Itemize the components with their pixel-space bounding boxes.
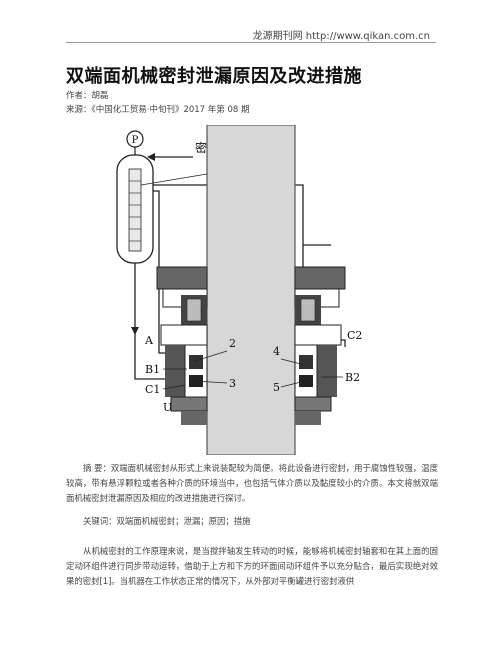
label-a: A xyxy=(144,334,154,347)
source-line: 来源：《中国化工贸易·中旬刊》2017 年第 08 期 xyxy=(66,105,250,115)
label-b1: B1 xyxy=(145,363,160,376)
article-title: 双端面机械密封泄漏原因及改进措施 xyxy=(66,66,362,87)
label-b2: B2 xyxy=(345,371,360,384)
body-paragraph: 从机械密封的工作原理来说，是当搅拌轴发生转动的时候，能够将机械密封轴套和在其上面… xyxy=(66,546,438,586)
label-2: 2 xyxy=(229,337,236,350)
label-c1: C1 xyxy=(145,383,160,396)
author-line: 作者：胡磊 xyxy=(66,91,109,101)
right-seal-assembly xyxy=(294,266,346,425)
label-4: 4 xyxy=(273,345,280,358)
keywords-line: 关键词：双端面机械密封；泄漏；原因；措施 xyxy=(83,516,251,526)
label-p: P xyxy=(132,135,139,146)
abstract-paragraph: 摘 要：双端面机械密封从形式上来说装配较为简便。将此设备进行密封，用于腐蚀性较强… xyxy=(66,463,438,503)
label-u: U xyxy=(163,401,172,414)
site-header: 龙源期刊网 http://www.qikan.com.cn xyxy=(252,31,430,42)
header-divider xyxy=(66,42,436,43)
label-3: 3 xyxy=(229,377,236,390)
left-seal-assembly xyxy=(156,266,208,425)
shaft xyxy=(206,125,296,455)
label-5: 5 xyxy=(273,381,280,394)
seal-diagram: P 密封液 1 xyxy=(116,125,362,455)
label-c2: C2 xyxy=(347,329,362,342)
